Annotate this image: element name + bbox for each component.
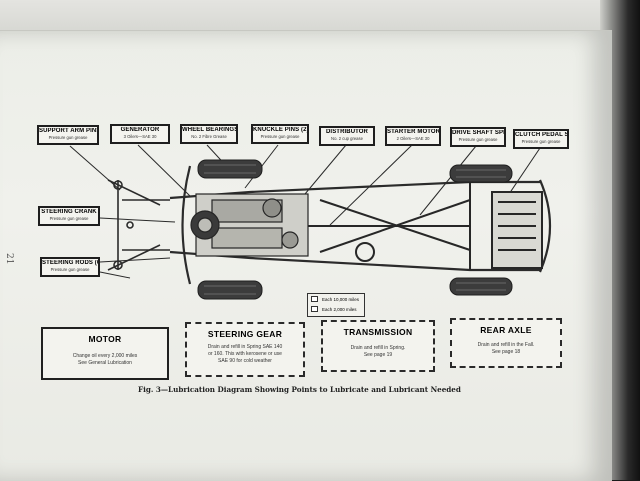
callout-generator: GENERATOR 3 Oilers—SAE 30 [110,124,170,144]
callout-starter-motor: STARTER MOTOR 2 Oilers—SAE 30 [385,126,441,146]
transmission-box: TRANSMISSION Drain and refill in Spring.… [321,320,435,372]
callout-support-arm-pins: SUPPORT ARM PINS (2) Pressure gun grease [37,125,99,145]
callout-steering-rods: STEERING RODS (6) Pressure gun grease [40,257,100,277]
callout-clutch-pedal-shaft: CLUTCH PEDAL SHAFT Pressure gun grease [513,129,569,149]
mileage-legend: Each 10,000 miles Each 2,000 miles [307,293,365,317]
callout-distributor: DISTRIBUTOR No. 2 cup grease [319,126,375,146]
legend-item-10000: Each 10,000 miles [308,294,364,304]
callout-drive-shaft-spline: DRIVE SHAFT SPLINE Pressure gun grease [450,127,506,147]
callout-steering-crank: STEERING CRANK Pressure gun grease [38,206,100,226]
rear-axle-box: REAR AXLE Drain and refill in the Fall. … [450,318,562,368]
legend-swatch [311,306,318,312]
legend-item-2000: Each 2,000 miles [308,304,364,314]
callout-knuckle-pins: KNUCKLE PINS (2) Pressure gun grease [251,124,309,144]
book-page-top [0,0,640,34]
callout-wheel-bearings: WHEEL BEARINGS (2) No. 2 Fibre Grease [180,124,238,144]
figure-caption: Fig. 3—Lubrication Diagram Showing Point… [138,385,461,394]
legend-swatch [311,296,318,302]
motor-box: MOTOR Change oil every 2,000 miles See G… [41,327,169,380]
steering-gear-box: STEERING GEAR Drain and refill in Spring… [185,322,305,377]
